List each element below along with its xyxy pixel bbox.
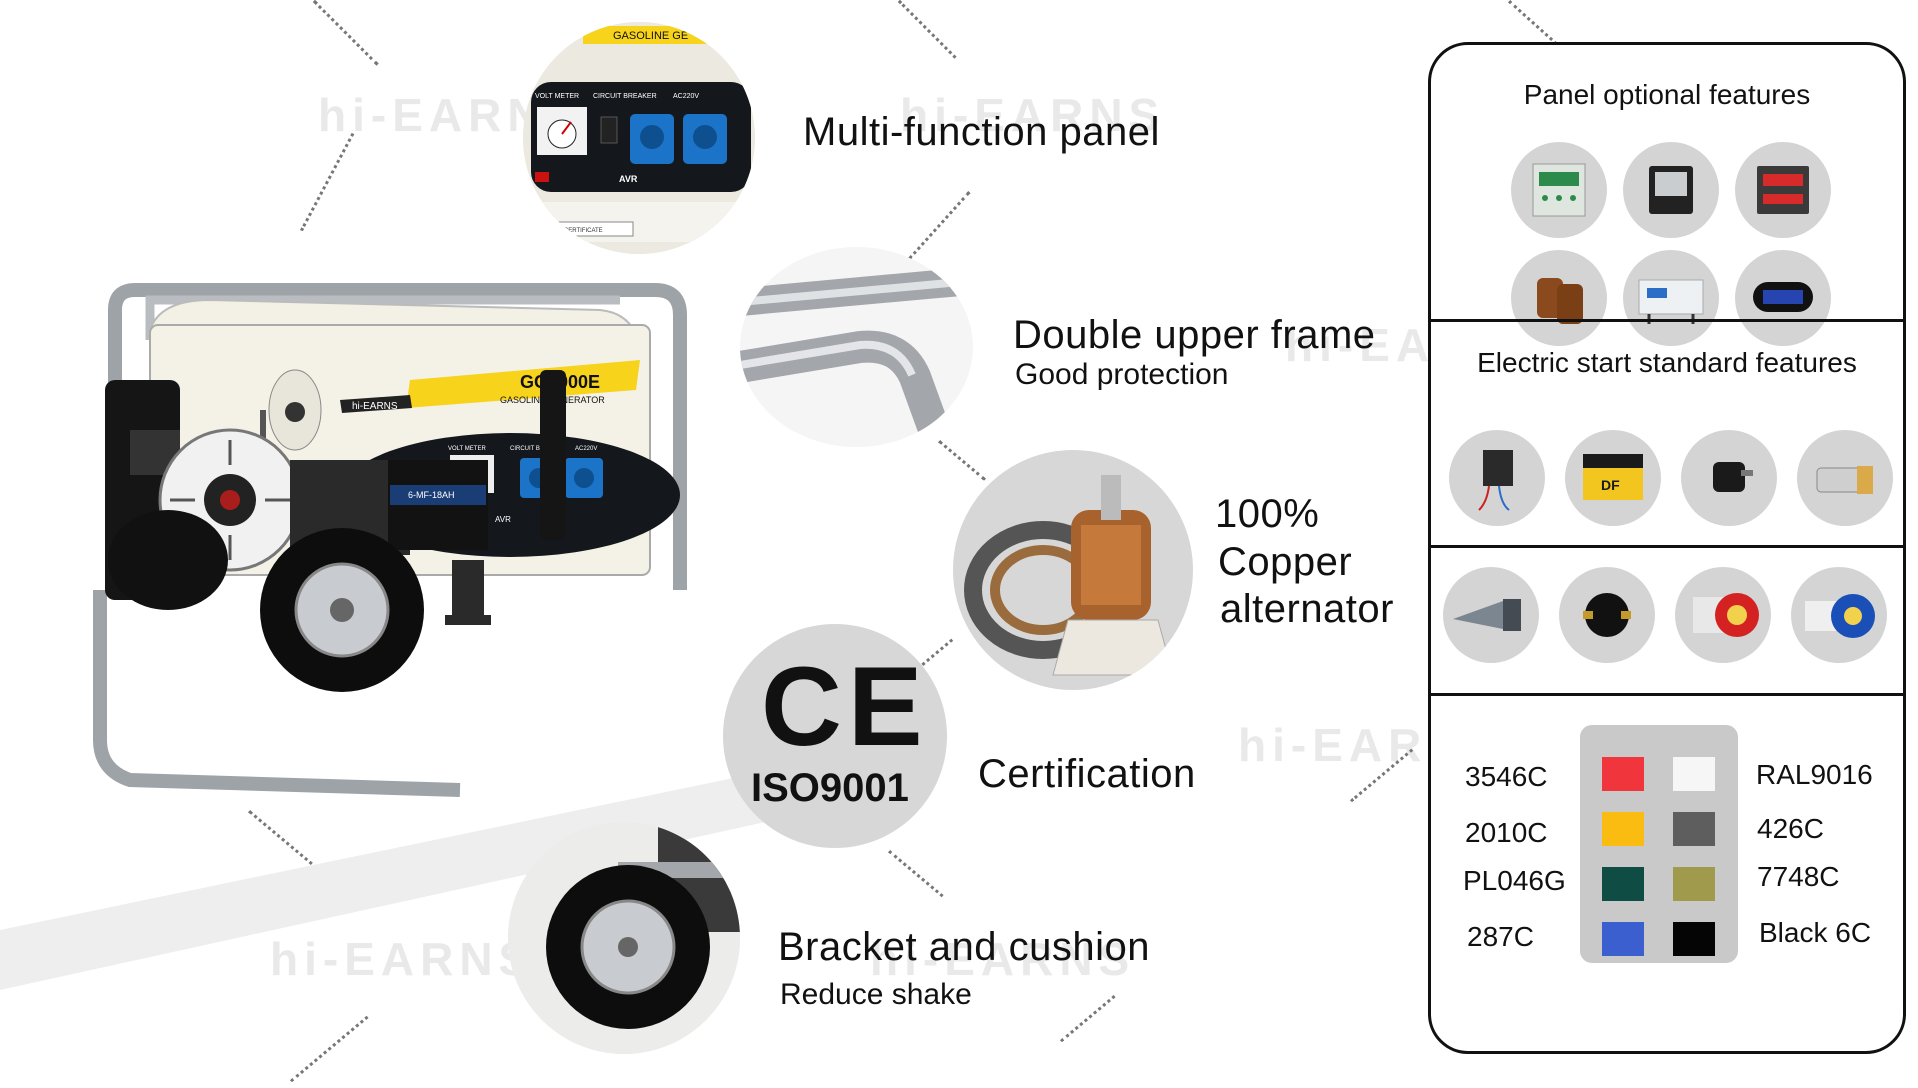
section-title-electric-start: Electric start standard features xyxy=(1477,347,1857,378)
color-code-label: Black 6C xyxy=(1759,917,1872,948)
section-divider xyxy=(1431,693,1903,696)
svg-text:DF: DF xyxy=(1601,477,1620,493)
generator-image: GG6000E GASOLINE GENERATOR hi-EARNS VOLT… xyxy=(93,283,687,797)
frame-zoom-circle xyxy=(740,247,973,447)
iso-mark: ISO9001 xyxy=(751,766,909,810)
feature-copper-line3: alternator xyxy=(1220,587,1394,631)
feature-cert-title: Certification xyxy=(978,752,1196,796)
dotted-guide-line xyxy=(897,0,957,59)
euro-plug-icon xyxy=(1443,567,1539,663)
gen-avr-label: AVR xyxy=(495,515,511,524)
color-swatch-pl046g xyxy=(1602,867,1644,901)
ce-mark: CE xyxy=(761,644,929,769)
color-code-label: 7748C xyxy=(1757,861,1840,892)
zoom-breaker-label: CIRCUIT BREAKER xyxy=(593,93,657,100)
color-swatch-ral9016 xyxy=(1673,757,1715,791)
remote-control-icon xyxy=(1511,250,1607,346)
blue-industrial-plug-icon xyxy=(1791,567,1887,663)
feature-copper-line1: 100% xyxy=(1215,492,1320,536)
color-code-label: 287C xyxy=(1467,921,1534,952)
us-plug-icon xyxy=(1559,567,1655,663)
color-code-label: 3546C xyxy=(1465,761,1548,792)
color-swatch-3546c xyxy=(1602,757,1644,791)
hour-meter-icon xyxy=(1735,250,1831,346)
feature-panel-title: Multi-function panel xyxy=(803,110,1160,154)
gen-breaker-label: CIRCUIT BREAKER xyxy=(510,446,565,452)
battery-label: 6-MF-18AH xyxy=(408,490,455,500)
multimeter-icon xyxy=(1623,142,1719,238)
digital-meter-icon xyxy=(1735,142,1831,238)
dotted-guide-line xyxy=(908,191,971,261)
bracket-circle xyxy=(508,822,740,1054)
zoom-ac-label: AC220V xyxy=(673,93,699,100)
color-swatch-black6c xyxy=(1673,922,1715,956)
features-sidebar: Panel optional features Electric start s… xyxy=(1428,42,1906,1054)
battery-icon: DF xyxy=(1565,430,1661,526)
zoom-cert-label: TEST CERTIFICATE xyxy=(547,228,603,234)
feature-frame-title: Double upper frame xyxy=(1013,313,1376,357)
zoom-voltmeter-label: VOLT METER xyxy=(535,93,579,100)
panel-zoom-circle: GASOLINE GE VOLT METER CIRCUIT BREAKER A… xyxy=(523,22,755,254)
ats-box-icon xyxy=(1623,250,1719,346)
color-swatch-2010c xyxy=(1602,812,1644,846)
certification-circle: CE ISO9001 xyxy=(723,624,947,848)
voltage-regulator-icon xyxy=(1449,430,1545,526)
dotted-guide-line xyxy=(888,850,944,898)
gen-voltmeter-label: VOLT METER xyxy=(448,446,486,452)
ground-shadow xyxy=(0,760,820,990)
watermark: hi-EARNS xyxy=(900,89,1166,141)
starter-motor-icon xyxy=(1797,430,1893,526)
red-industrial-plug-icon xyxy=(1675,567,1771,663)
feature-copper-line2: Copper xyxy=(1218,540,1353,584)
brand-label: hi-EARNS xyxy=(352,401,398,412)
section-divider xyxy=(1431,319,1903,322)
dotted-guide-line xyxy=(938,440,986,481)
watermark: hi-EARNS xyxy=(270,933,536,985)
color-swatch-7748c xyxy=(1673,867,1715,901)
color-code-label: RAL9016 xyxy=(1756,759,1873,790)
dotted-guide-line xyxy=(1060,995,1116,1043)
feature-bracket-title: Bracket and cushion xyxy=(778,925,1150,969)
feature-frame-subtitle: Good protection xyxy=(1015,358,1229,391)
alternator-circle xyxy=(953,450,1193,690)
charger-plug-icon xyxy=(1681,430,1777,526)
watermark: hi-EARNS xyxy=(870,933,1136,985)
zoom-banner: GASOLINE GE xyxy=(613,30,688,42)
color-swatch-426c xyxy=(1673,812,1715,846)
section-divider xyxy=(1431,545,1903,548)
digital-controller-icon xyxy=(1511,142,1607,238)
gen-ac-label: AC220V xyxy=(575,446,597,452)
dotted-guide-line xyxy=(300,132,355,232)
section-title-panel-optional: Panel optional features xyxy=(1523,79,1811,110)
color-code-label: 426C xyxy=(1757,813,1824,844)
color-swatch-287c xyxy=(1602,922,1644,956)
zoom-avr-label: AVR xyxy=(619,174,638,184)
color-code-label: 2010C xyxy=(1465,817,1548,848)
dotted-guide-line xyxy=(312,0,379,66)
color-code-label: PL046G xyxy=(1463,865,1566,896)
feature-bracket-subtitle: Reduce shake xyxy=(780,978,972,1011)
dotted-guide-line xyxy=(290,1015,369,1083)
